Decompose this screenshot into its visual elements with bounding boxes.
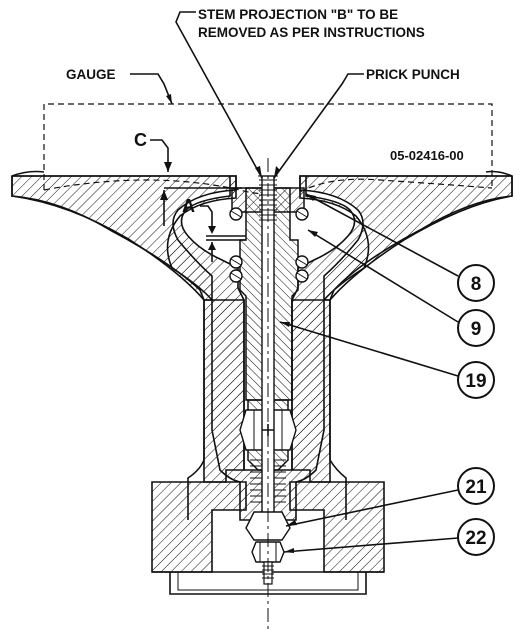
prick-punch-leader xyxy=(273,73,364,179)
dimension-c xyxy=(150,139,172,172)
callout-19-label: 19 xyxy=(465,371,486,392)
stem-projection-label-line1: STEM PROJECTION "B" TO BE xyxy=(198,7,398,22)
callout-22-label: 22 xyxy=(465,528,486,549)
dimension-a-label: A xyxy=(182,196,195,216)
prick-punch-label: PRICK PUNCH xyxy=(366,67,460,82)
callout-9-label: 9 xyxy=(471,319,482,340)
callout-9: 9 xyxy=(457,309,495,347)
callout-19: 19 xyxy=(457,361,495,399)
dimension-c-label: C xyxy=(134,130,147,150)
callout-leaders xyxy=(279,193,459,553)
gauge-leader xyxy=(130,73,173,105)
stem-projection-label-line2: REMOVED AS PER INSTRUCTIONS xyxy=(198,25,425,40)
dimension-a xyxy=(160,187,246,262)
callout-22: 22 xyxy=(457,518,495,556)
gauge-label: GAUGE xyxy=(66,67,116,82)
stem-projection-leader xyxy=(175,11,263,179)
callout-8: 8 xyxy=(457,264,495,302)
callout-21: 21 xyxy=(457,467,495,505)
part-number-label: 05-02416-00 xyxy=(390,148,464,163)
callout-8-label: 8 xyxy=(471,274,482,295)
callout-21-label: 21 xyxy=(465,477,487,498)
valve-body xyxy=(11,170,513,595)
